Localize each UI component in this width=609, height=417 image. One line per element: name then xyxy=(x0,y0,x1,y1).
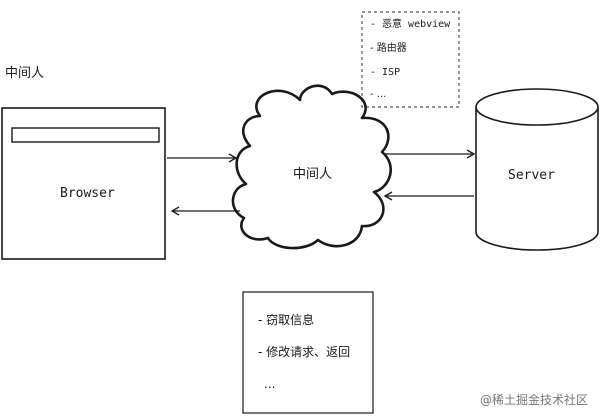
sources-box xyxy=(361,11,460,108)
action-item: ... xyxy=(264,377,276,391)
browser-label: Browser xyxy=(60,186,115,201)
source-item: - 恶意 webview xyxy=(370,19,451,30)
actions-box xyxy=(242,291,374,414)
arrows xyxy=(167,149,476,216)
action-item: - 窃取信息 xyxy=(258,313,315,327)
browser-address-bar xyxy=(11,127,160,143)
source-item: - ... xyxy=(370,89,387,100)
middleman-label: 中间人 xyxy=(293,167,333,182)
title-label: 中间人 xyxy=(5,66,45,81)
server-cylinder xyxy=(475,88,599,251)
watermark: @稀土掘金技术社区 xyxy=(480,393,589,407)
server-label: Server xyxy=(508,168,555,183)
browser-window xyxy=(1,107,166,260)
action-item: - 修改请求、返回 xyxy=(258,345,351,359)
source-item: - 路由器 xyxy=(370,43,407,54)
source-item: - ISP xyxy=(370,67,401,78)
middleman-cloud xyxy=(231,84,393,250)
